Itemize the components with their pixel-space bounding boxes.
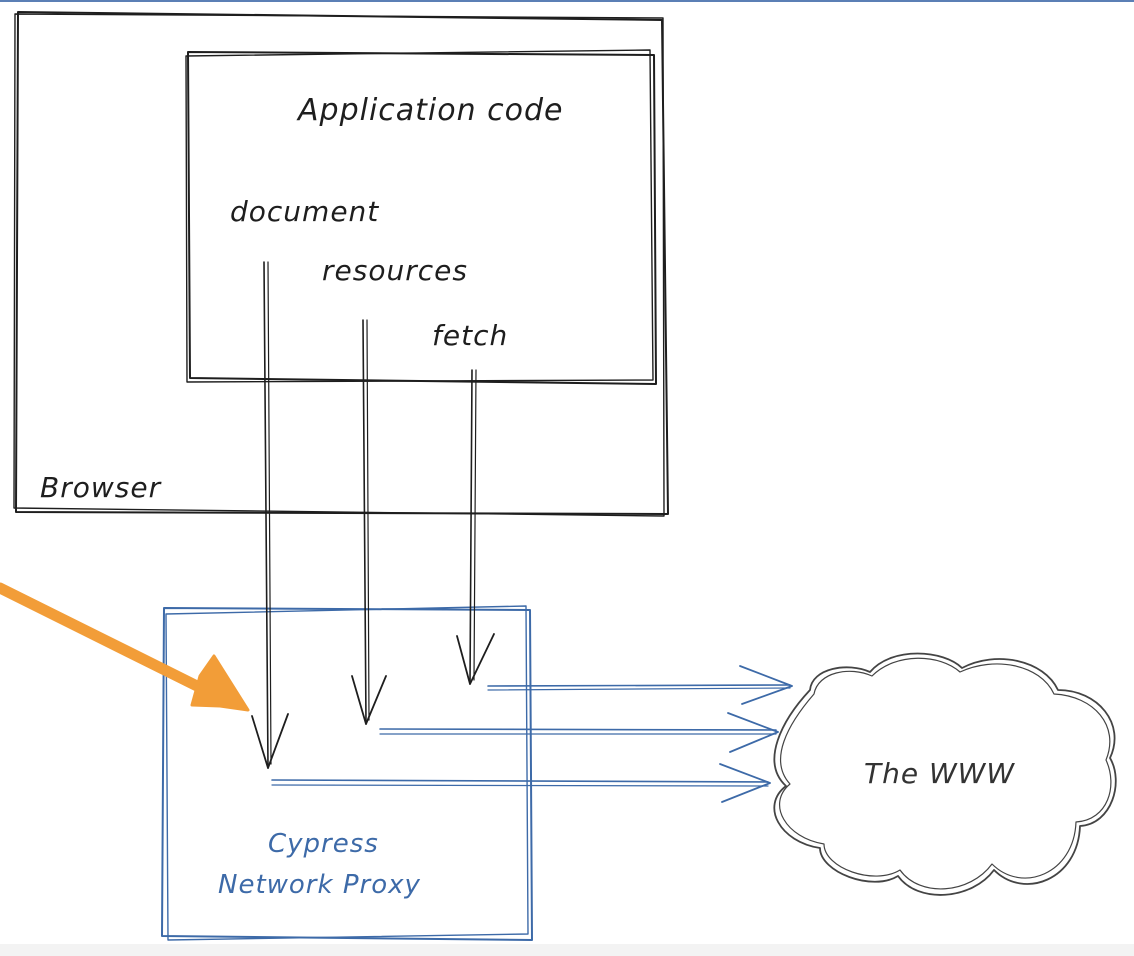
arrow-resources bbox=[351, 319, 387, 725]
bottom-band bbox=[0, 944, 1134, 956]
arrow-document bbox=[251, 261, 289, 769]
browser-box bbox=[13, 11, 669, 517]
request-label-fetch: fetch bbox=[432, 319, 508, 352]
request-label-resources: resources bbox=[322, 254, 468, 287]
browser-label: Browser bbox=[40, 471, 162, 504]
proxy-label-line2: Network Proxy bbox=[218, 870, 421, 900]
top-rule bbox=[0, 0, 1134, 2]
arrow-out-resources bbox=[379, 712, 779, 753]
orange-arrow-icon bbox=[0, 582, 250, 712]
arrow-out-fetch bbox=[487, 665, 793, 705]
cloud-label: The WWW bbox=[864, 757, 1015, 790]
arrow-fetch bbox=[456, 369, 495, 685]
application-box bbox=[185, 49, 657, 385]
www-cloud bbox=[773, 652, 1117, 896]
request-label-document: document bbox=[230, 195, 379, 228]
proxy-label-line1: Cypress bbox=[268, 829, 379, 859]
arrow-out-document bbox=[271, 763, 771, 803]
proxy-box bbox=[161, 605, 533, 941]
application-label: Application code bbox=[296, 93, 564, 128]
